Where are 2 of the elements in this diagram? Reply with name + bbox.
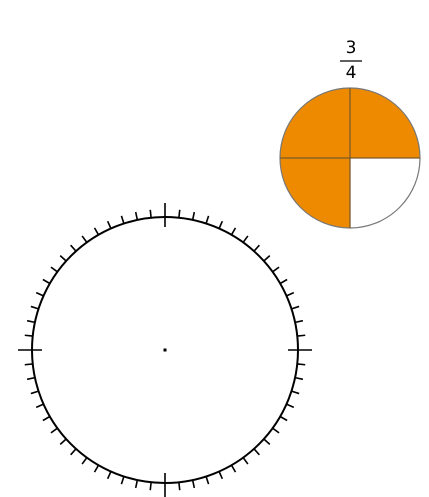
denominator: 4: [344, 63, 358, 83]
numerator: 3: [344, 38, 358, 58]
